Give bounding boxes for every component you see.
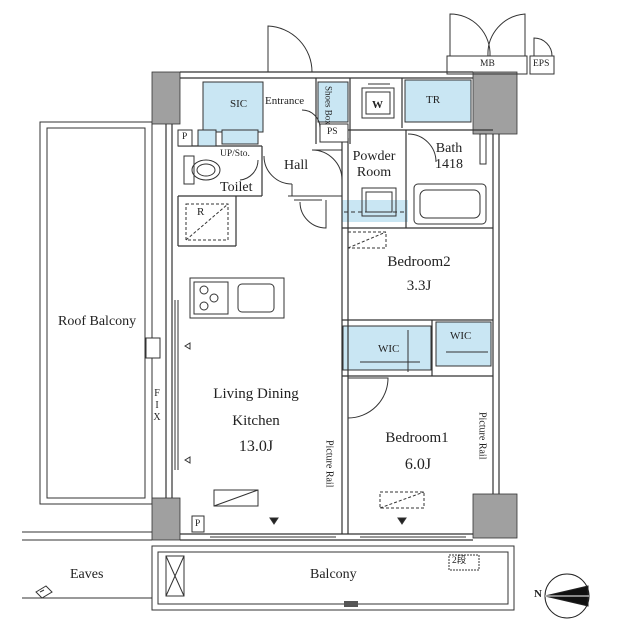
label-ldk-line1: Living Dining: [213, 386, 299, 402]
label-w: W: [372, 99, 383, 111]
label-bedroom2: Bedroom2: [387, 254, 451, 270]
label-ps: PS: [327, 127, 338, 137]
bedroom1-door: [347, 377, 425, 509]
label-bath: Bath 1418: [432, 141, 466, 173]
label-bedroom1-size: 6.0J: [404, 456, 432, 473]
label-bath-name: Bath: [435, 141, 463, 156]
label-step-box: 2段: [452, 556, 467, 566]
ps-box: [319, 123, 349, 143]
washer-box: [361, 83, 395, 119]
label-tr: TR: [426, 94, 441, 106]
unit-walls: [165, 71, 500, 541]
label-bedroom2-size: 3.3J: [406, 278, 432, 294]
window-left: [174, 300, 191, 470]
window-bottom: [210, 517, 466, 538]
vanity: [344, 187, 404, 217]
label-toilet: Toilet: [220, 180, 253, 195]
ldk-marker: [213, 489, 259, 507]
balcony-outline: [151, 545, 515, 611]
label-powder: Powder: [352, 149, 396, 164]
entrance-door: [267, 25, 321, 129]
roof-balcony-outline: [39, 121, 153, 505]
bedroom2-door: [347, 231, 387, 249]
refrigerator-space: [185, 203, 229, 241]
kitchen-counter: [189, 277, 285, 319]
label-balcony: Balcony: [310, 567, 357, 582]
eaves-outline: [22, 531, 152, 599]
storage-fills: [202, 79, 492, 371]
label-wic-right: WIC: [450, 330, 472, 342]
label-north: N: [534, 588, 542, 600]
wic-rails: [360, 330, 488, 372]
label-room: Room: [356, 165, 392, 181]
label-up-sto: UP/Sto.: [220, 149, 250, 159]
label-wic-left: WIC: [378, 343, 400, 355]
compass-icon: [544, 573, 590, 619]
toilet-fixture: [183, 155, 259, 185]
exterior-walls: [151, 71, 518, 541]
label-bedroom1: Bedroom1: [385, 430, 449, 446]
bathtub: [407, 133, 487, 225]
label-bath-size: 1418: [435, 157, 463, 173]
label-eaves: Eaves: [70, 567, 104, 582]
label-sic: SIC: [230, 98, 248, 110]
label-p-bottom: P: [195, 519, 201, 529]
label-ldk-line2: Kitchen: [232, 413, 280, 429]
hall-doors: [263, 149, 343, 229]
label-p-top: P: [182, 132, 188, 142]
mb-box: [446, 13, 555, 75]
label-refrigerator: R: [197, 206, 205, 218]
roof-balcony-unit: [145, 337, 161, 359]
eaves-drain-icon: [35, 585, 53, 599]
label-fix: FIX: [151, 388, 163, 424]
p-box-top: [177, 129, 193, 147]
p-box-bottom: [191, 515, 205, 533]
up-box: [197, 129, 217, 147]
label-eps: EPS: [533, 59, 550, 69]
label-picture-rail-ldk: Picture Rail: [323, 440, 335, 488]
balcony-hatch-box: [165, 555, 185, 597]
label-ldk-size: 13.0J: [238, 438, 274, 455]
step-box: [448, 554, 480, 571]
label-mb: MB: [480, 59, 495, 69]
label-shoes-box: Shoes Box: [323, 86, 334, 125]
label-entrance: Entrance: [265, 95, 305, 107]
label-roof-balcony: Roof Balcony: [58, 314, 137, 329]
balcony-drain: [344, 601, 358, 607]
label-hall: Hall: [284, 158, 309, 173]
label-picture-rail-bed1: Picture Rail: [476, 412, 488, 460]
label-powder-room: Powder Room: [348, 149, 400, 181]
